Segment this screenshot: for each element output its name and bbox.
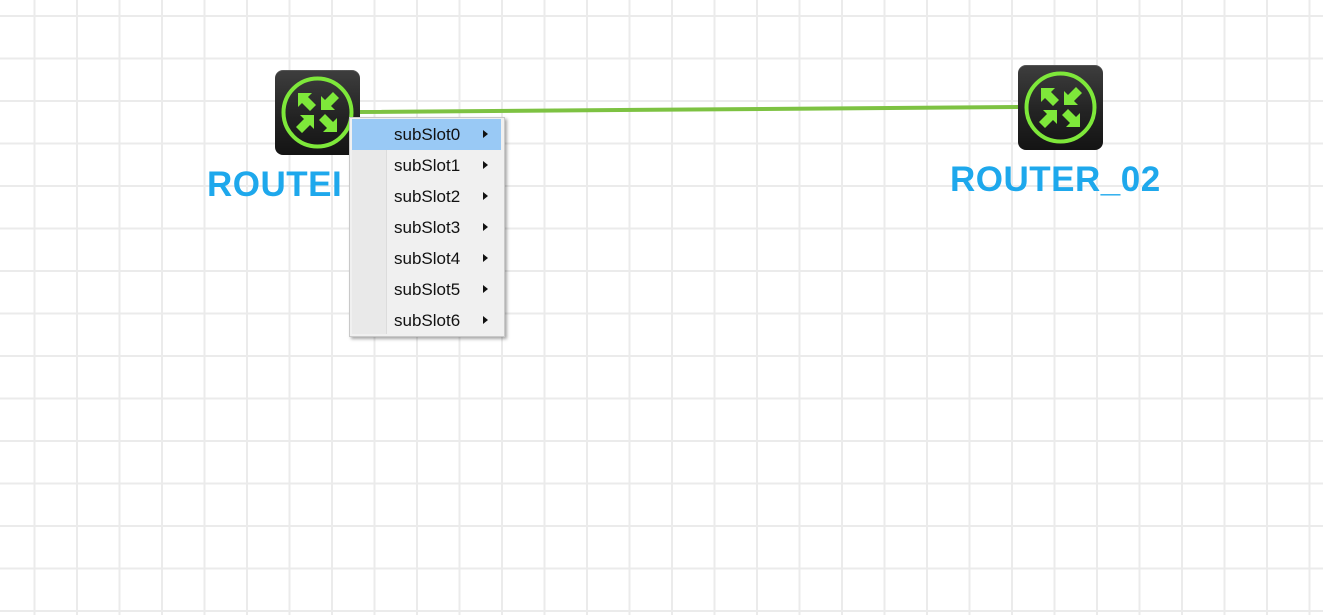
submenu-arrow-icon [483, 254, 488, 262]
menu-item-subslot6[interactable]: subSlot6 [352, 305, 501, 336]
submenu-arrow-icon [483, 161, 488, 169]
menu-item-label: subSlot4 [394, 249, 461, 268]
menu-item-subslot1[interactable]: subSlot1 [352, 150, 501, 181]
context-menu: subSlot0 subSlot1 subSlot2 subSlot3 subS… [349, 117, 505, 337]
menu-item-subslot5[interactable]: subSlot5 [352, 274, 501, 305]
submenu-arrow-icon [483, 130, 488, 138]
router-label: ROUTER_02 [950, 160, 1161, 199]
menu-item-subslot4[interactable]: subSlot4 [352, 243, 501, 274]
router-label: ROUTEI [207, 165, 343, 204]
router-icon[interactable] [275, 70, 360, 155]
menu-item-subslot0[interactable]: subSlot0 [352, 119, 501, 150]
menu-item-subslot3[interactable]: subSlot3 [352, 212, 501, 243]
menu-item-subslot2[interactable]: subSlot2 [352, 181, 501, 212]
menu-item-label: subSlot5 [394, 280, 461, 299]
menu-item-label: subSlot1 [394, 156, 461, 175]
router-icon[interactable] [1018, 65, 1103, 150]
submenu-arrow-icon [483, 223, 488, 231]
submenu-arrow-icon [483, 285, 488, 293]
menu-icon-gutter [352, 120, 387, 334]
menu-item-label: subSlot0 [394, 125, 461, 144]
menu-item-label: subSlot6 [394, 311, 461, 330]
submenu-arrow-icon [483, 192, 488, 200]
menu-item-label: subSlot2 [394, 187, 461, 206]
submenu-arrow-icon [483, 316, 488, 324]
menu-item-label: subSlot3 [394, 218, 461, 237]
link-router01-router02[interactable] [356, 105, 1022, 114]
